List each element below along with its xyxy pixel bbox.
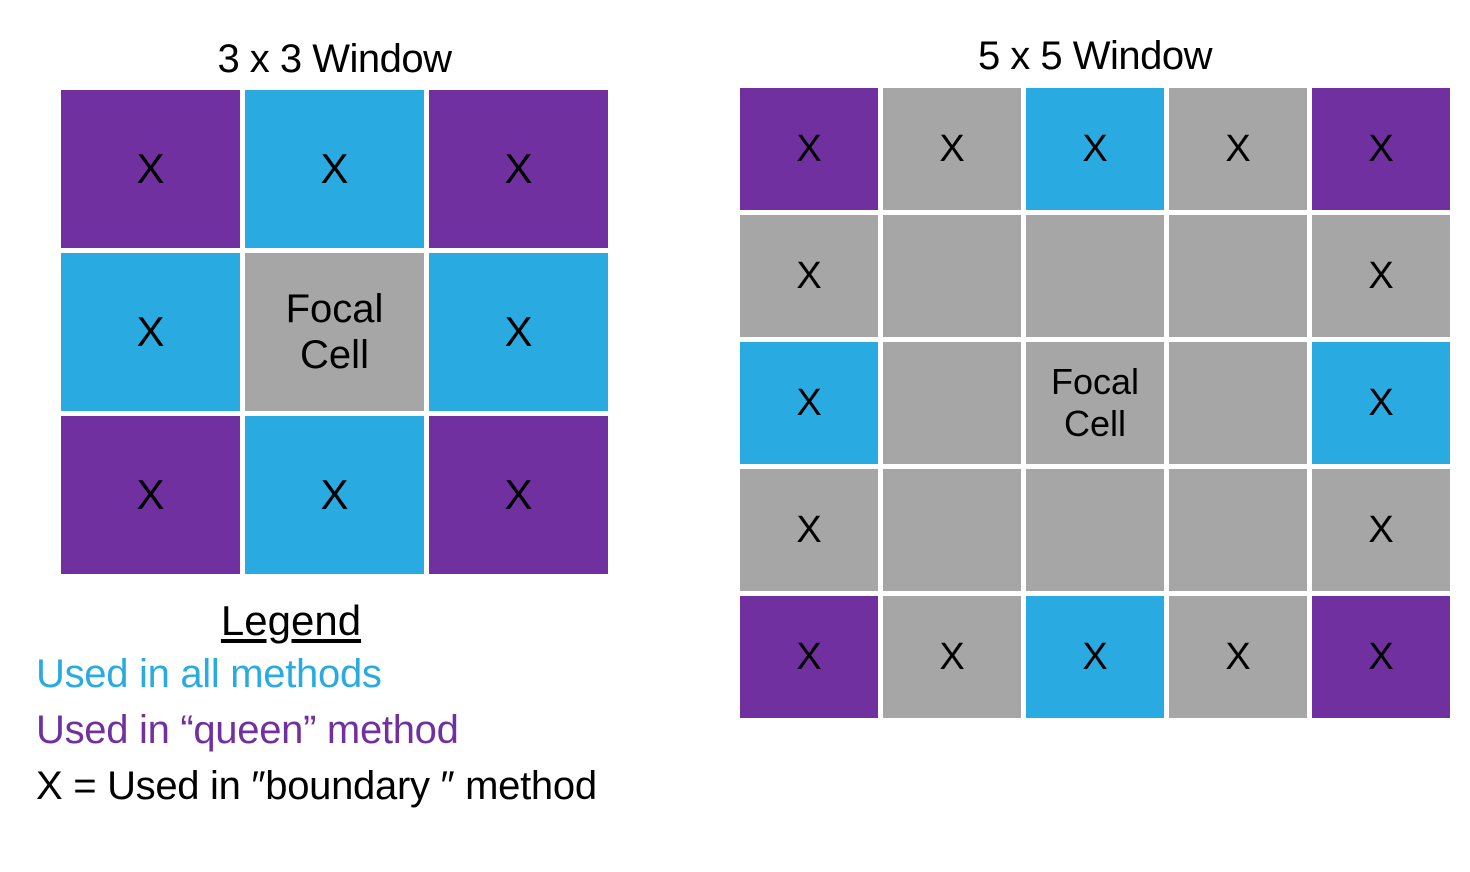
grid-cell-r1-c4: X [1169, 88, 1307, 210]
grid-cell-r2-c3 [1026, 215, 1164, 337]
grid-cell-r4-c3 [1026, 469, 1164, 591]
x-mark-icon: X [136, 471, 165, 518]
grid-cell-r5-c5: X [1312, 596, 1450, 718]
grid-cell-r1-c5: X [1312, 88, 1450, 210]
grid-cell-r3-c2 [883, 342, 1021, 464]
grid-cell-r5-c4: X [1169, 596, 1307, 718]
grid-cell-r4-c2 [883, 469, 1021, 591]
x-mark-icon: X [939, 636, 965, 678]
x-mark-icon: X [1368, 382, 1394, 424]
x-mark-icon: X [939, 128, 965, 170]
grid-cell-focal: Focal Cell [1026, 342, 1164, 464]
grid-cell-r2-c5: X [1312, 215, 1450, 337]
focal-cell-label: Focal Cell [285, 287, 384, 377]
grid-cell-r1-c1: X [61, 90, 240, 248]
grid-cell-r2-c2 [883, 215, 1021, 337]
legend-title: Legend [220, 597, 362, 644]
x-mark-icon: X [136, 145, 165, 192]
x-mark-icon: X [1225, 128, 1251, 170]
grid-cell-r4-c5: X [1312, 469, 1450, 591]
focal-cell-label: Focal Cell [1050, 361, 1140, 444]
grid-cell-r3-c5: X [1312, 342, 1450, 464]
grid-cell-r2-c3: X [429, 253, 608, 411]
grid-cell-r4-c4 [1169, 469, 1307, 591]
grid-cell-r3-c2: X [245, 416, 424, 574]
grid-cell-r5-c1: X [740, 596, 878, 718]
x-mark-icon: X [320, 145, 349, 192]
grid-cell-r5-c3: X [1026, 596, 1164, 718]
x-mark-icon: X [1368, 128, 1394, 170]
x-mark-icon: X [796, 128, 822, 170]
x-mark-icon: X [1082, 128, 1108, 170]
grid-cell-r4-c1: X [740, 469, 878, 591]
x-mark-icon: X [796, 382, 822, 424]
x-mark-icon: X [796, 636, 822, 678]
grid-cell-r3-c1: X [61, 416, 240, 574]
grid-cell-r2-c4 [1169, 215, 1307, 337]
grid-cell-r3-c3: X [429, 416, 608, 574]
legend: Legend Used in all methods Used in “quee… [36, 596, 736, 814]
x-mark-icon: X [504, 308, 533, 355]
x-mark-icon: X [1368, 509, 1394, 551]
grid-cell-r1-c2: X [883, 88, 1021, 210]
grid-cell-r5-c2: X [883, 596, 1021, 718]
x-mark-icon: X [1225, 636, 1251, 678]
grid-cell-r1-c3: X [429, 90, 608, 248]
x-mark-icon: X [1368, 255, 1394, 297]
x-mark-icon: X [136, 308, 165, 355]
grid-cell-focal: Focal Cell [245, 253, 424, 411]
x-mark-icon: X [320, 471, 349, 518]
grid-cell-r1-c1: X [740, 88, 878, 210]
grid-cell-r1-c3: X [1026, 88, 1164, 210]
legend-entry-boundary-method: X = Used in ″boundary ″ method [36, 764, 597, 808]
panel-title-5x5: 5 x 5 Window [977, 34, 1213, 78]
legend-entry-queen-method: Used in “queen” method [36, 708, 459, 752]
grid-cell-r2-c1: X [61, 253, 240, 411]
x-mark-icon: X [1082, 636, 1108, 678]
x-mark-icon: X [796, 255, 822, 297]
x-mark-icon: X [504, 145, 533, 192]
grid-cell-r3-c1: X [740, 342, 878, 464]
x-mark-icon: X [1368, 636, 1394, 678]
grid-cell-r3-c4 [1169, 342, 1307, 464]
panel-title-3x3: 3 x 3 Window [217, 37, 452, 81]
x-mark-icon: X [504, 471, 533, 518]
grid-cell-r1-c2: X [245, 90, 424, 248]
grid-cell-r2-c1: X [740, 215, 878, 337]
x-mark-icon: X [796, 509, 822, 551]
legend-entry-all-methods: Used in all methods [36, 652, 382, 696]
